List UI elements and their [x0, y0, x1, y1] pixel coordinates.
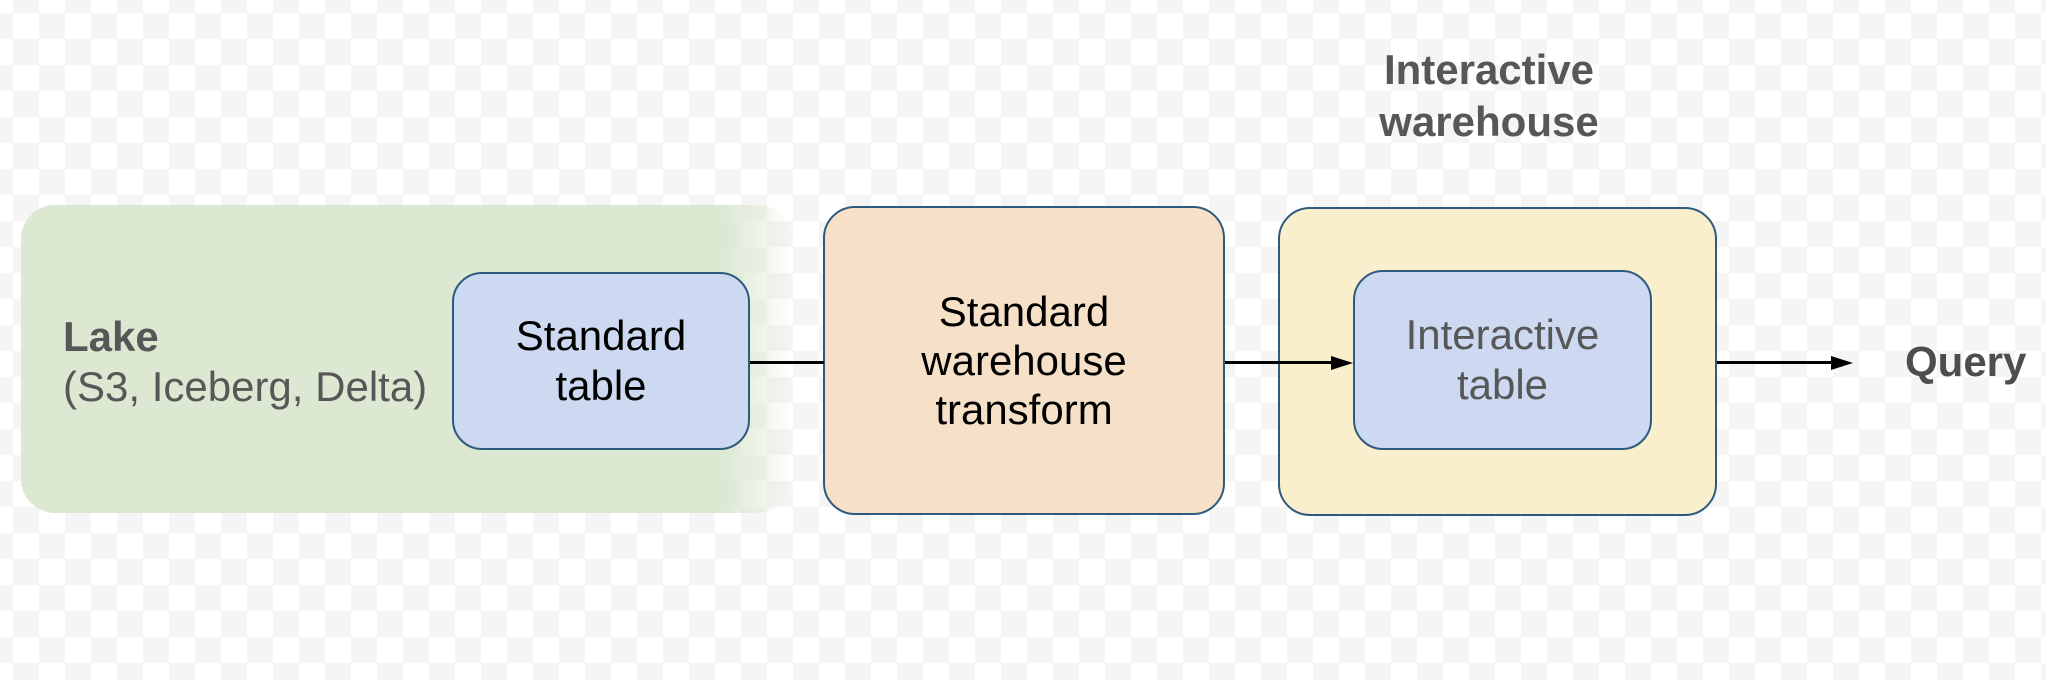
arrowhead-icon: [1831, 355, 1853, 370]
connector-transform-to-warehouse: [1225, 361, 1331, 364]
lake-subtitle: (S3, Iceberg, Delta): [63, 363, 428, 410]
lake-title: Lake: [63, 313, 159, 360]
connector-warehouse-to-query: [1717, 361, 1831, 364]
warehouse-transform-node: Standard warehouse transform: [823, 206, 1225, 515]
interactive-warehouse-label: Interactive warehouse: [1379, 46, 1599, 145]
standard-table-node: Standard table: [452, 272, 750, 450]
connector-lake-to-transform: [750, 361, 824, 364]
arrowhead-icon: [1331, 355, 1353, 370]
lake-label-group: Lake (S3, Iceberg, Delta): [63, 312, 427, 412]
query-label: Query: [1905, 338, 2027, 385]
interactive-table-node: Interactive table: [1353, 270, 1652, 450]
